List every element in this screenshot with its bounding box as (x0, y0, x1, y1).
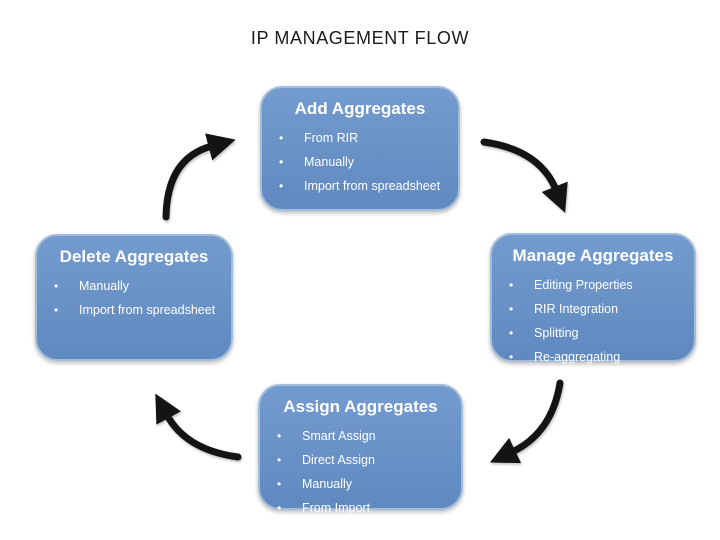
bullet-icon: • (277, 429, 282, 443)
arrow-assign-to-delete (155, 393, 242, 461)
node-title: Add Aggregates (294, 99, 426, 118)
list-item-label: Import from spreadsheet (304, 179, 441, 193)
bullet-icon: • (279, 131, 284, 145)
bullet-icon: • (54, 279, 59, 293)
node-bullet-list: • Editing Properties • RIR Integration •… (492, 273, 694, 369)
list-item: • Manually (262, 150, 458, 174)
list-item: • Import from spreadsheet (262, 174, 458, 198)
bullet-icon: • (277, 501, 282, 515)
list-item: • From Import (260, 496, 461, 520)
node-assign-aggregates: Assign Aggregates • Smart Assign • Direc… (258, 384, 463, 515)
page-title: IP MANAGEMENT FLOW (250, 28, 470, 48)
bullet-icon: • (509, 302, 514, 316)
list-item: • From RIR (262, 126, 458, 150)
node-delete-aggregates: Delete Aggregates • Manually • Import fr… (35, 234, 233, 361)
bullet-icon: • (277, 453, 282, 467)
bullet-icon: • (509, 326, 514, 340)
bullet-icon: • (54, 303, 59, 317)
list-item: • Splitting (492, 321, 694, 345)
node-bullet-list: • From RIR • Manually • Import from spre… (262, 126, 458, 198)
bullet-icon: • (509, 278, 514, 292)
arrow-manage-to-assign (489, 379, 564, 464)
list-item: • RIR Integration (492, 297, 694, 321)
arrow-delete-to-add (162, 133, 236, 221)
list-item-label: Direct Assign (302, 453, 375, 467)
bullet-icon: • (509, 350, 514, 364)
list-item-label: Manually (79, 279, 130, 293)
list-item-label: From RIR (304, 131, 359, 145)
list-item: • Smart Assign (260, 424, 461, 448)
node-bullet-list: • Manually • Import from spreadsheet (37, 274, 231, 322)
list-item-label: Manually (302, 477, 353, 491)
bullet-icon: • (279, 179, 284, 193)
node-bullet-list: • Smart Assign • Direct Assign • Manuall… (260, 424, 461, 520)
list-item-label: Manually (304, 155, 355, 169)
bullet-icon: • (279, 155, 284, 169)
list-item-label: Splitting (534, 326, 579, 340)
arrow-add-to-manage (480, 138, 568, 213)
list-item-label: Import from spreadsheet (79, 303, 216, 317)
list-item: • Manually (260, 472, 461, 496)
list-item-label: Re-aggregating (534, 350, 621, 364)
list-item: • Re-aggregating (492, 345, 694, 369)
node-title: Delete Aggregates (59, 247, 209, 266)
list-item-label: Editing Properties (534, 278, 633, 292)
node-title: Manage Aggregates (512, 246, 674, 265)
list-item: • Direct Assign (260, 448, 461, 472)
list-item: • Manually (37, 274, 231, 298)
node-add-aggregates: Add Aggregates • From RIR • Manually • I… (260, 86, 460, 211)
list-item: • Editing Properties (492, 273, 694, 297)
list-item-label: Smart Assign (302, 429, 376, 443)
list-item-label: From Import (302, 501, 371, 515)
bullet-icon: • (277, 477, 282, 491)
list-item: • Import from spreadsheet (37, 298, 231, 322)
list-item-label: RIR Integration (534, 302, 619, 316)
node-manage-aggregates: Manage Aggregates • Editing Properties •… (490, 233, 696, 364)
node-title: Assign Aggregates (283, 397, 438, 416)
